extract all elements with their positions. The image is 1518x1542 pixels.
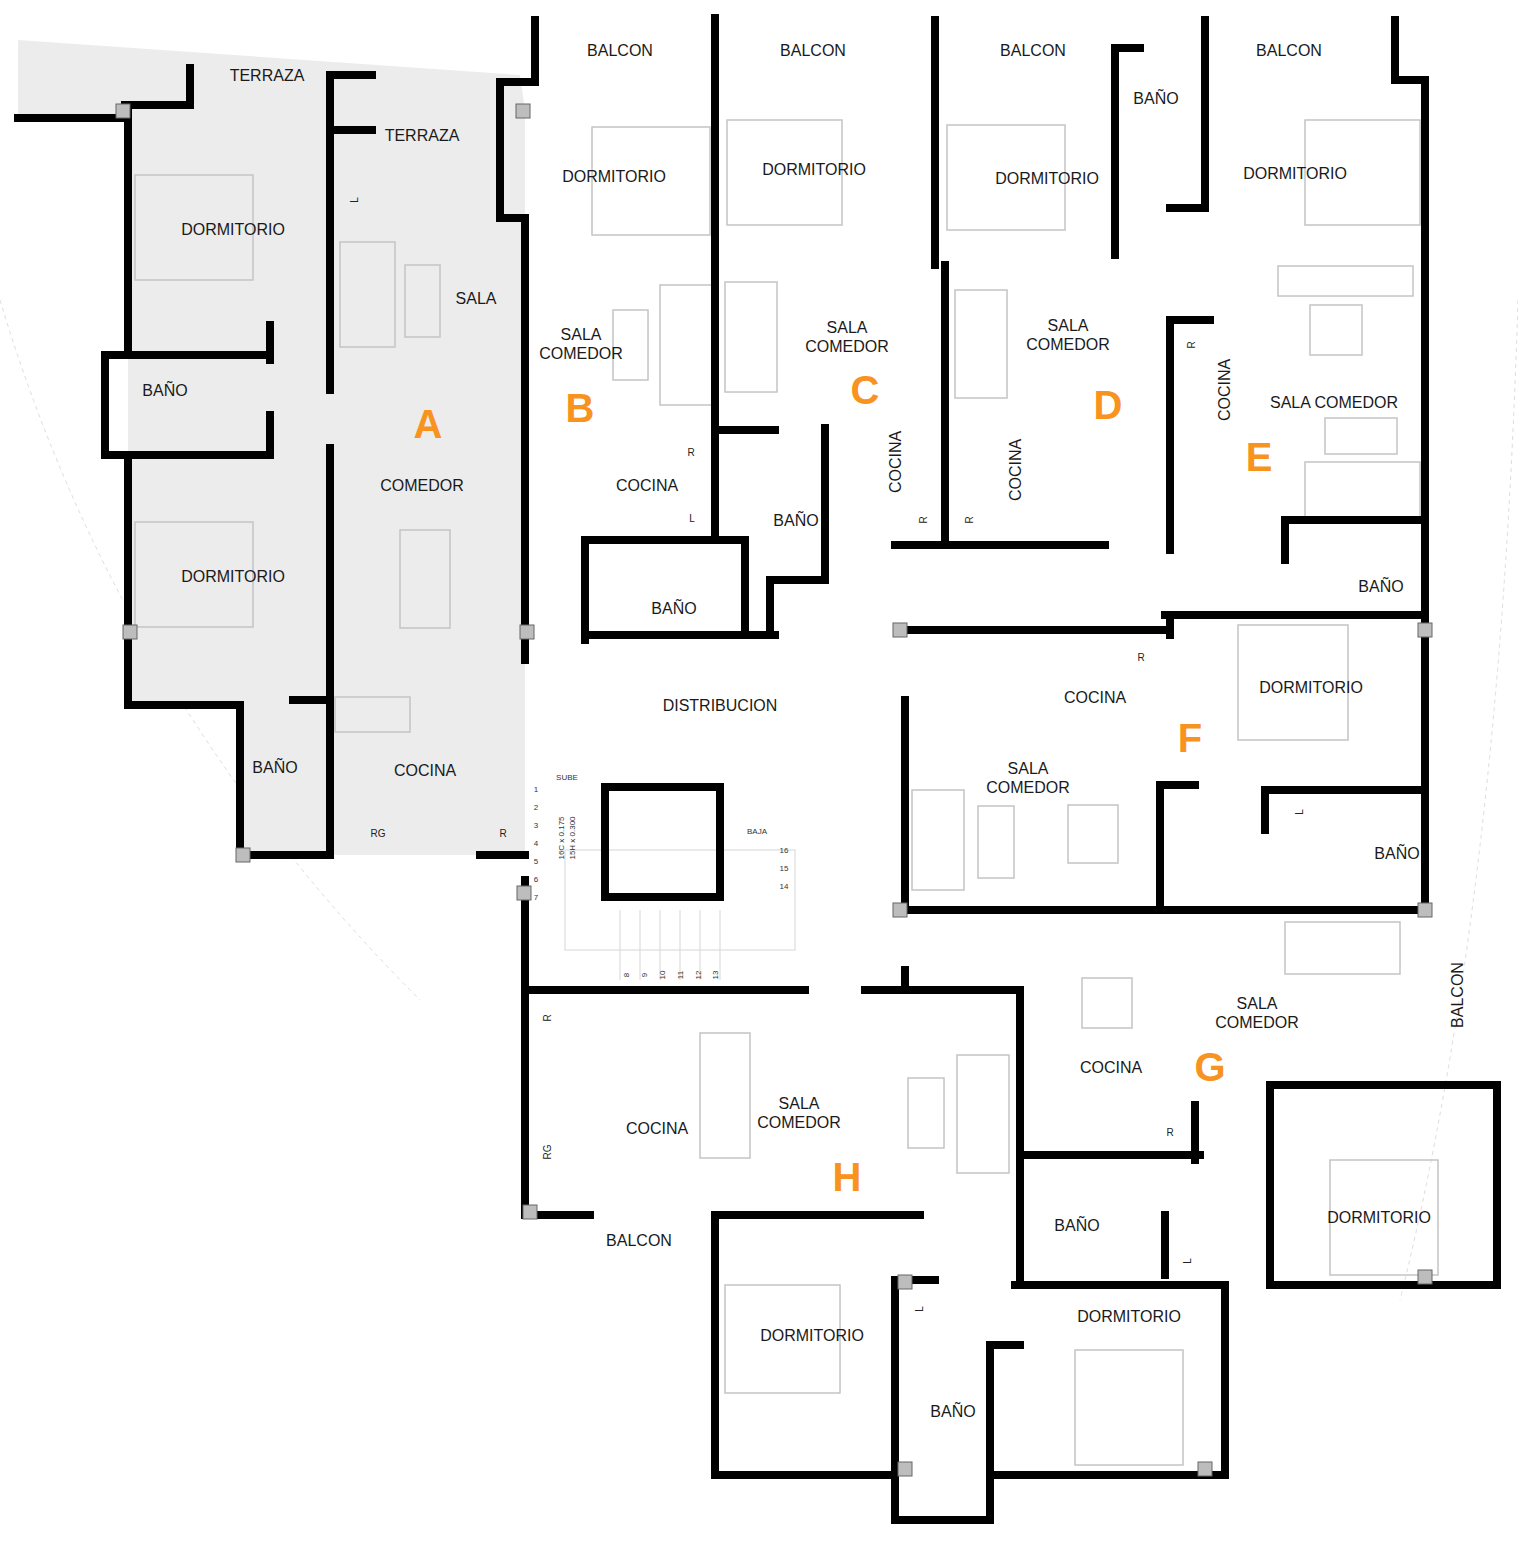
room-label: BALCON xyxy=(1256,41,1322,60)
room-label: COCINA xyxy=(616,476,678,495)
room-label: DORMITORIO xyxy=(181,220,285,239)
fixture-mark: R xyxy=(918,516,930,523)
room-label: TERRAZA xyxy=(385,126,460,145)
room-label: TERRAZA xyxy=(230,66,305,85)
fixture-mark: RG xyxy=(371,828,386,840)
room-label: SALA COMEDOR xyxy=(1197,994,1317,1032)
room-label: BAÑO xyxy=(1133,89,1178,108)
room-label: COCINA xyxy=(1006,439,1025,501)
stair-annotation: 3 xyxy=(534,821,538,831)
stair-annotation: 16C x 0.175 xyxy=(557,816,567,859)
fixture-mark: R xyxy=(1166,1127,1173,1139)
stair-annotation: 11 xyxy=(676,971,686,979)
room-label: COCINA xyxy=(626,1119,688,1138)
unit-letter: F xyxy=(1178,716,1202,760)
room-label: BAÑO xyxy=(773,511,818,530)
room-label: SALA xyxy=(456,289,497,308)
stair-annotation: 9 xyxy=(640,973,650,977)
room-label: BAÑO xyxy=(1374,844,1419,863)
room-label: DORMITORIO xyxy=(995,169,1099,188)
room-label: SALA COMEDOR xyxy=(521,325,641,363)
room-label: COCINA xyxy=(394,761,456,780)
fixture-mark: L xyxy=(349,197,361,203)
stair-annotation: 16 xyxy=(780,846,789,856)
fixture-mark: L xyxy=(1182,1258,1194,1264)
room-label: SALA COMEDOR xyxy=(787,318,907,356)
unit-letter: E xyxy=(1246,435,1273,479)
stair-annotation: 15H x 0.300 xyxy=(568,816,578,859)
fixture-mark: RG xyxy=(542,1145,554,1160)
fixture-mark: L xyxy=(1294,809,1306,815)
fixture-mark: R xyxy=(687,447,694,459)
stair-annotation: 8 xyxy=(622,973,632,977)
room-label: DORMITORIO xyxy=(1259,678,1363,697)
room-label: COCINA xyxy=(886,431,905,493)
stair-annotation: SUBE xyxy=(556,773,578,783)
room-label: BAÑO xyxy=(1358,577,1403,596)
room-label: SALA COMEDOR xyxy=(1270,393,1398,412)
stair-annotation: 15 xyxy=(780,864,789,874)
room-label: BALCON xyxy=(780,41,846,60)
room-label: BAÑO xyxy=(651,599,696,618)
fixture-mark: R xyxy=(542,1014,554,1021)
room-label: SALA COMEDOR xyxy=(739,1094,859,1132)
stair-annotation: 1 xyxy=(534,785,538,795)
room-label: DORMITORIO xyxy=(1243,164,1347,183)
room-label: DORMITORIO xyxy=(562,167,666,186)
fixture-mark: R xyxy=(499,828,506,840)
room-label: DISTRIBUCION xyxy=(663,696,778,715)
stair-annotation: 4 xyxy=(534,839,538,849)
unit-letter: A xyxy=(414,402,443,446)
fixture-mark: L xyxy=(689,513,695,525)
fixture-mark: R xyxy=(1186,341,1198,348)
room-label: COMEDOR xyxy=(380,476,464,495)
room-label: COCINA xyxy=(1215,359,1234,421)
fixture-mark: R xyxy=(1137,652,1144,664)
room-label: DORMITORIO xyxy=(1327,1208,1431,1227)
room-label: BAÑO xyxy=(1054,1216,1099,1235)
stair-annotation: 5 xyxy=(534,857,538,867)
stair-annotation: 2 xyxy=(534,803,538,813)
room-label: BALCON xyxy=(1000,41,1066,60)
stair-annotation: 7 xyxy=(534,893,538,903)
room-label: SALA COMEDOR xyxy=(1008,316,1128,354)
stair-annotation: 12 xyxy=(694,971,704,980)
room-label: COCINA xyxy=(1080,1058,1142,1077)
unit-letter: H xyxy=(833,1155,862,1199)
unit-letter: D xyxy=(1094,383,1123,427)
fixture-mark: L xyxy=(914,1306,926,1312)
room-label: SALA COMEDOR xyxy=(968,759,1088,797)
fixture-mark: R xyxy=(964,516,976,523)
stair-annotation: 13 xyxy=(711,971,721,980)
unit-letter: B xyxy=(566,386,595,430)
stair-annotation: 14 xyxy=(780,882,789,892)
room-label: DORMITORIO xyxy=(762,160,866,179)
room-label: COCINA xyxy=(1064,688,1126,707)
room-label: BAÑO xyxy=(252,758,297,777)
stair-annotation: 10 xyxy=(658,971,668,980)
unit-letter: C xyxy=(851,368,880,412)
room-label: BAÑO xyxy=(930,1402,975,1421)
stair-annotation: BAJA xyxy=(747,827,767,837)
room-label: BALCON xyxy=(606,1231,672,1250)
room-label: BALCON xyxy=(1448,962,1467,1028)
room-label: BAÑO xyxy=(142,381,187,400)
room-label: DORMITORIO xyxy=(1077,1307,1181,1326)
room-label: DORMITORIO xyxy=(760,1326,864,1345)
room-label: BALCON xyxy=(587,41,653,60)
stair-annotation: 6 xyxy=(534,875,538,885)
unit-letter: G xyxy=(1194,1045,1225,1089)
room-label: DORMITORIO xyxy=(181,567,285,586)
